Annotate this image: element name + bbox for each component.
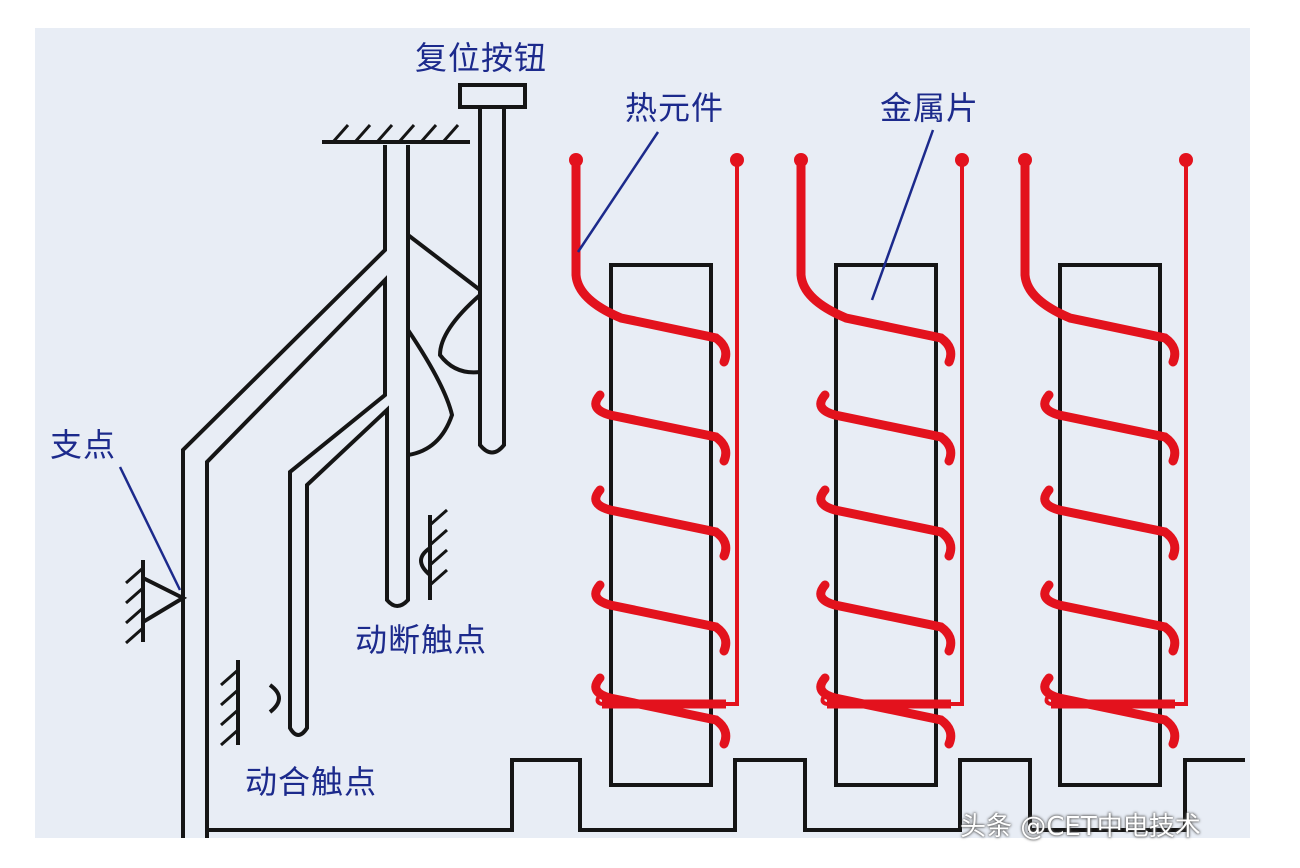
heating-coil-3 bbox=[1020, 155, 1180, 749]
metal-strip-1 bbox=[609, 263, 713, 787]
metal-strip-label: 金属片 bbox=[880, 89, 980, 127]
terminal-dot-2-1 bbox=[794, 153, 808, 167]
terminal-dot-2-2 bbox=[955, 153, 969, 167]
heating-coils bbox=[569, 153, 1193, 749]
bottom-rail bbox=[207, 758, 1245, 832]
top-mount-hatch bbox=[331, 124, 460, 143]
lever-outer-left bbox=[181, 145, 387, 838]
reset-button-rod bbox=[478, 107, 506, 455]
terminal-dot-1-1 bbox=[569, 153, 583, 167]
reset-button-label: 复位按钮 bbox=[415, 39, 548, 77]
terminal-dot-3-2 bbox=[1179, 153, 1193, 167]
terminal-dot-1-2 bbox=[730, 153, 744, 167]
cam-upper bbox=[437, 293, 482, 375]
pivot-leader bbox=[118, 466, 182, 591]
watermark: 头条 @CET中电技术 bbox=[960, 812, 1201, 842]
leader-lines bbox=[118, 129, 935, 591]
cam-link bbox=[406, 233, 482, 292]
metal-strip-leader bbox=[870, 129, 935, 301]
break-contact-hatch bbox=[429, 508, 448, 587]
diagram-background bbox=[35, 28, 1250, 838]
break-contact-label: 动断触点 bbox=[355, 621, 488, 659]
lever-inner-path bbox=[205, 145, 410, 838]
metal-strip-3 bbox=[1058, 263, 1162, 787]
make-contact-fixed bbox=[268, 683, 281, 714]
heating-element-leader bbox=[576, 131, 660, 253]
make-contact-label: 动合触点 bbox=[245, 763, 378, 801]
heating-coil-2 bbox=[796, 155, 956, 749]
mechanism bbox=[125, 83, 1245, 838]
make-contact-hatch bbox=[220, 668, 239, 747]
heating-element-label: 热元件 bbox=[625, 89, 725, 127]
pivot-hatch bbox=[125, 566, 144, 645]
break-contact-fixed bbox=[419, 546, 432, 577]
metal-strip-2 bbox=[834, 263, 938, 787]
pivot-label: 支点 bbox=[50, 426, 117, 464]
reset-button-cap bbox=[458, 83, 527, 109]
heating-coil-1 bbox=[571, 155, 731, 749]
cam-lower bbox=[406, 328, 455, 457]
terminal-dot-3-1 bbox=[1018, 153, 1032, 167]
